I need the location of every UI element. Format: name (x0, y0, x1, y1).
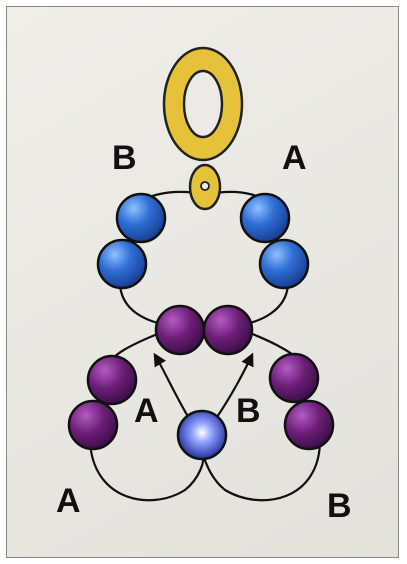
label-bottom-right: B (327, 487, 352, 525)
label-top-right: A (282, 139, 307, 177)
label-bottom-left: A (56, 482, 81, 520)
label-top-left: B (112, 139, 137, 177)
thread-bottom-left (88, 439, 205, 502)
purple-bead-center-left (154, 304, 206, 356)
center-bead (176, 409, 228, 461)
purple-bead-left-top (86, 354, 138, 406)
thread-bottom-right (201, 439, 322, 502)
blue-bead-left-top (115, 192, 167, 244)
gold-ring (162, 46, 244, 162)
blue-beads (96, 192, 310, 290)
blue-bead-left-bottom (96, 238, 148, 290)
purple-bead-left-bottom (67, 399, 119, 451)
purple-bead-right-bottom (283, 399, 335, 451)
label-mid-left: A (134, 392, 159, 430)
blue-bead-right-top (239, 192, 291, 244)
purple-beads (67, 304, 335, 451)
purple-bead-center-right (202, 304, 254, 356)
thread-arrow-left (153, 352, 191, 421)
small-gold-bead (188, 163, 222, 211)
purple-bead-right-top (268, 352, 320, 404)
blue-bead-right-bottom (258, 238, 310, 290)
thread-arrow-right (214, 352, 254, 421)
label-mid-right: B (236, 392, 261, 430)
